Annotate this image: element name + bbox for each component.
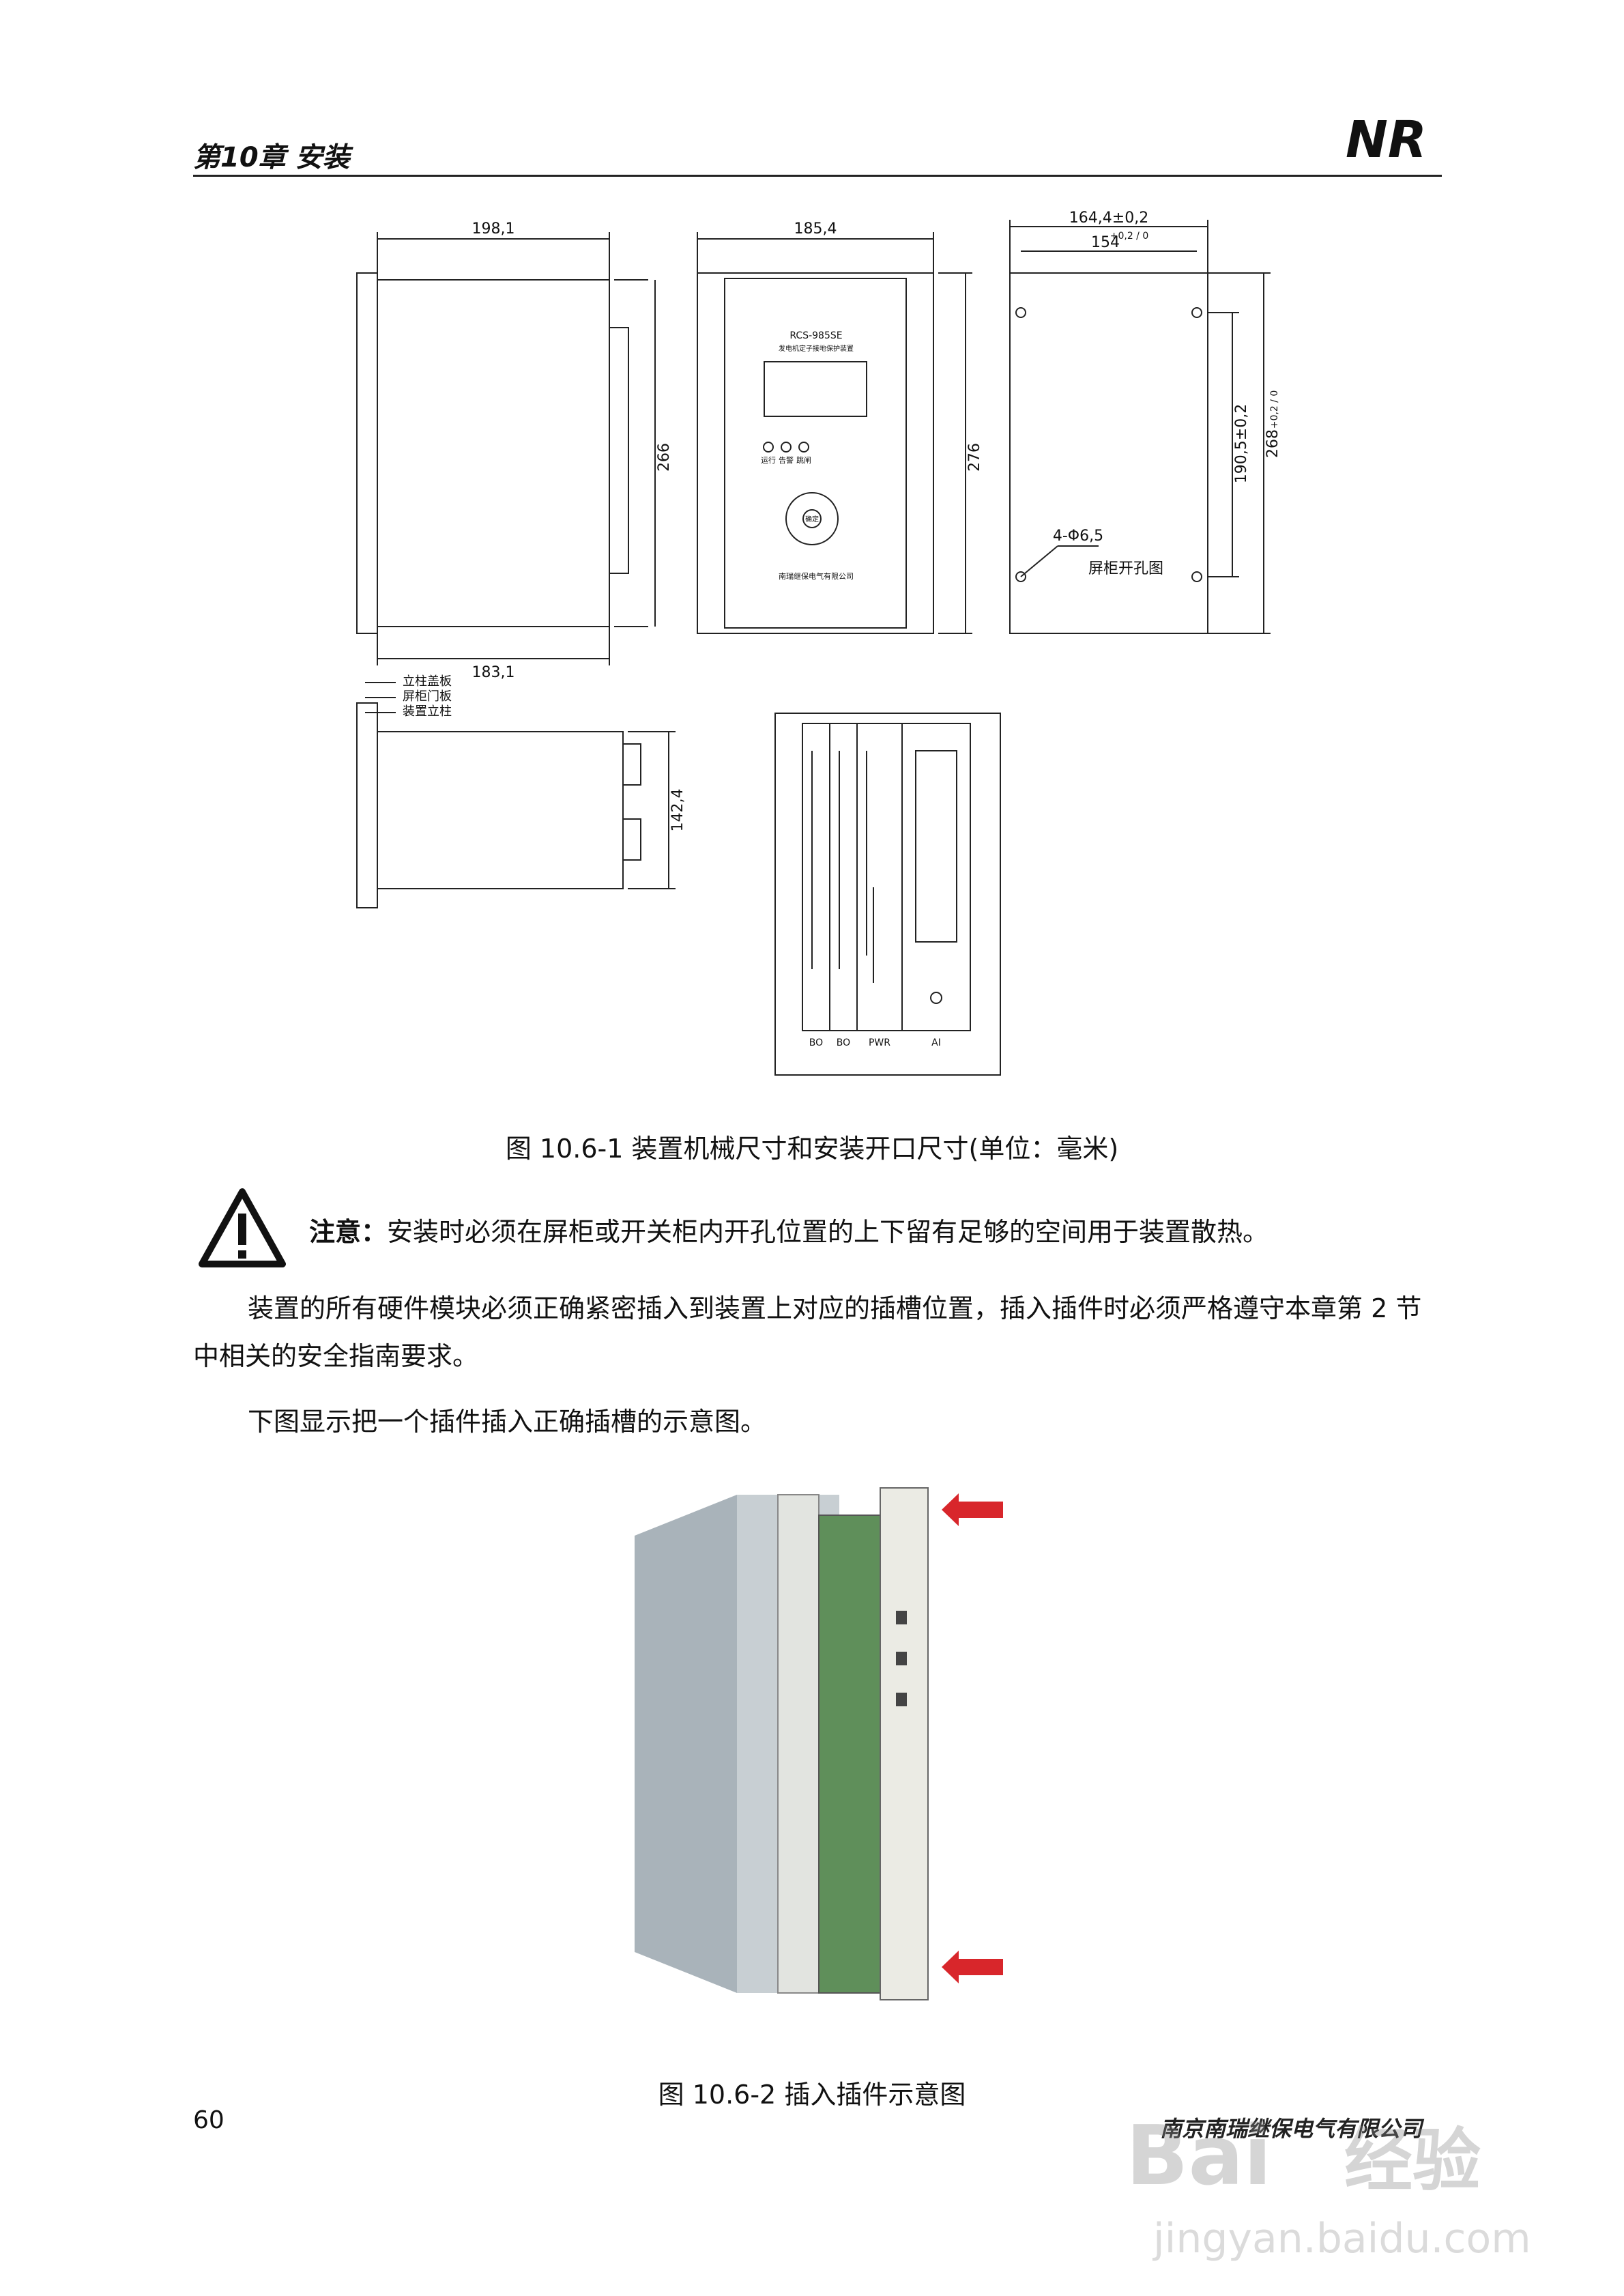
rear-slot-label-1: BO — [809, 1037, 823, 1048]
dim-holes: 4-Φ6,5 — [1053, 528, 1103, 545]
chapter-title: 第10章 安装 — [193, 142, 350, 173]
dim-cutout-outer: 164,4±0,2 — [1069, 210, 1148, 227]
note-text: 安装时必须在屏柜或开关柜内开孔位置的上下留有足够的空间用于装置散热。 — [387, 1217, 1269, 1247]
dim-cutout-outer-height-tol: +0,2 / 0 — [1269, 390, 1280, 429]
page-number: 60 — [193, 2106, 224, 2134]
depth-view-body — [377, 731, 624, 889]
front-manufacturer: 南瑞继保电气有限公司 — [779, 571, 854, 581]
arrow-top-icon — [942, 1493, 1003, 1526]
warning-icon — [199, 1188, 286, 1267]
dim-front-height: 276 — [966, 443, 983, 472]
note-label: 注意： — [309, 1217, 388, 1247]
paragraph-2: 下图显示把一个插件插入正确插槽的示意图。 — [248, 1407, 767, 1437]
watermark-url: jingyan.baidu.com — [1152, 2215, 1531, 2263]
dim-depth: 142,4 — [669, 789, 686, 832]
figure-caption-1: 图 10.6-1 装置机械尺寸和安装开口尺寸(单位：毫米) — [505, 1134, 1119, 1164]
front-view-frame — [697, 272, 934, 634]
led-label-2: 告警 — [779, 455, 794, 465]
cutout-outline — [1009, 272, 1208, 634]
dim-cutout-outer-height: 268 — [1264, 429, 1281, 458]
rear-slot-label-2: BO — [837, 1037, 850, 1048]
figure-caption-2: 图 10.6-2 插入插件示意图 — [658, 2080, 966, 2110]
baidu-watermark: Bai 经验 jingyan.baidu.com — [1126, 2109, 1531, 2263]
rear-slot-3 — [856, 723, 903, 1031]
key-center-label: 确定 — [805, 515, 819, 523]
dim-cutout-inner-tol: +0,2 / 0 — [1110, 231, 1149, 242]
led-label-1: 运行 — [761, 456, 776, 465]
cutout-label: 屏柜开孔图 — [1088, 560, 1163, 577]
note: 注意：安装时必须在屏柜或开关柜内开孔位置的上下留有足够的空间用于装置散热。 — [309, 1211, 1268, 1248]
side-view-body — [377, 279, 610, 627]
front-lcd — [764, 361, 867, 417]
mount-label-3: 装置立柱 — [403, 704, 452, 719]
footer-company: 南京南瑞继保电气有限公司 — [1160, 2116, 1423, 2142]
dim-side-height: 266 — [656, 443, 673, 472]
rear-slot-label-4: AI — [931, 1037, 941, 1048]
front-subtitle: 发电机定子接地保护装置 — [779, 344, 854, 353]
mount-label-2: 屏柜门板 — [403, 689, 452, 704]
paragraph-1: 装置的所有硬件模块必须正确紧密插入到装置上对应的插槽位置，插入插件时必须严格遵守… — [193, 1293, 1422, 1371]
rear-slot-label-3: PWR — [869, 1037, 890, 1048]
rear-slot-1 — [802, 723, 830, 1031]
dim-cutout-inner: 154 — [1091, 234, 1120, 251]
mechanical-drawing: 198,1 183,1 266 185,4 276 164,4±0,2 154 … — [356, 210, 1281, 1076]
nr-logo: NR — [1346, 111, 1427, 165]
led-label-3: 跳闸 — [796, 455, 811, 465]
rear-view-frame — [774, 713, 1001, 1076]
plugin-insertion-photo — [635, 1487, 1003, 2000]
mount-label-1: 立柱盖板 — [403, 674, 452, 689]
arrow-bottom-icon — [942, 1951, 1003, 1983]
rear-slot-4 — [901, 723, 971, 1031]
dim-side-bottom: 183,1 — [472, 664, 515, 681]
nr-logo-text: NR — [1346, 111, 1427, 165]
front-keypad — [785, 492, 839, 545]
side-view-flange — [356, 272, 378, 634]
watermark-brand-suffix: 经验 — [1344, 2121, 1481, 2200]
dim-front-top: 185,4 — [794, 220, 837, 238]
header-rule — [193, 175, 1442, 177]
rear-slot-2 — [829, 723, 858, 1031]
dim-cutout-height: 190,5±0,2 — [1233, 404, 1250, 483]
dim-side-top: 198,1 — [472, 220, 515, 238]
front-model: RCS-985SE — [789, 330, 842, 341]
watermark-brand: Bai — [1126, 2109, 1272, 2204]
